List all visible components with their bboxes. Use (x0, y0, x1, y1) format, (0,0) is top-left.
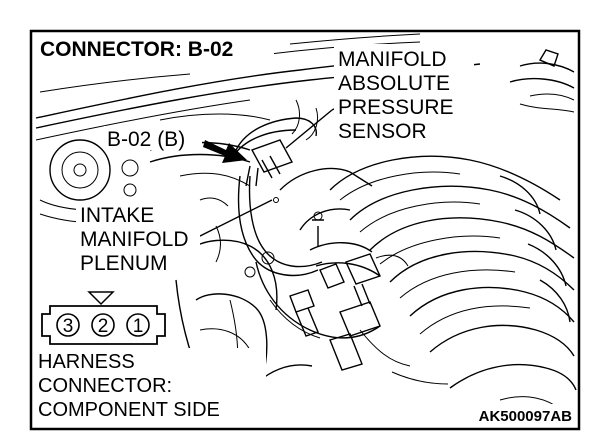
plenum-label-line-3: PLENUM (80, 252, 168, 275)
connector-pin-2 (91, 313, 115, 337)
sensor-label: MANIFOLD ABSOLUTE PRESSURE SENSOR (334, 44, 474, 144)
figure-code: AK500097AB (479, 408, 573, 425)
connector-pin-3 (56, 313, 80, 337)
sensor-label-line-1: MANIFOLD (338, 48, 447, 71)
harness-label-line-1: HARNESS (38, 351, 135, 373)
connector-arrow (203, 140, 247, 163)
sensor-label-line-4: SENSOR (338, 120, 427, 143)
pin-label-1: 1 (133, 316, 144, 337)
harness-label: HARNESS CONNECTOR: COMPONENT SIDE (36, 348, 266, 424)
sensor-label-line-2: ABSOLUTE (338, 72, 450, 95)
connector-callout: B-02 (B) (107, 128, 185, 151)
harness-connector-symbol: 3 2 1 (36, 288, 170, 346)
sensor-leader-line (285, 109, 333, 149)
sensor-label-line-3: PRESSURE (338, 96, 454, 119)
callout-arrows (195, 107, 337, 239)
plenum-label-line-1: INTAKE (80, 204, 154, 227)
connector-key-triangle (87, 291, 115, 306)
connector-pin-1 (126, 313, 150, 337)
plenum-label-line-2: MANIFOLD (80, 228, 189, 251)
harness-label-line-2: CONNECTOR: (38, 375, 172, 397)
harness-label-line-3: COMPONENT SIDE (38, 399, 220, 421)
pin-label-2: 2 (98, 316, 109, 337)
plenum-leader-line (195, 199, 273, 239)
pin-label-3: 3 (63, 316, 74, 337)
diagram-title: CONNECTOR: B-02 (40, 38, 233, 61)
plenum-label: INTAKE MANIFOLD PLENUM (76, 202, 200, 276)
